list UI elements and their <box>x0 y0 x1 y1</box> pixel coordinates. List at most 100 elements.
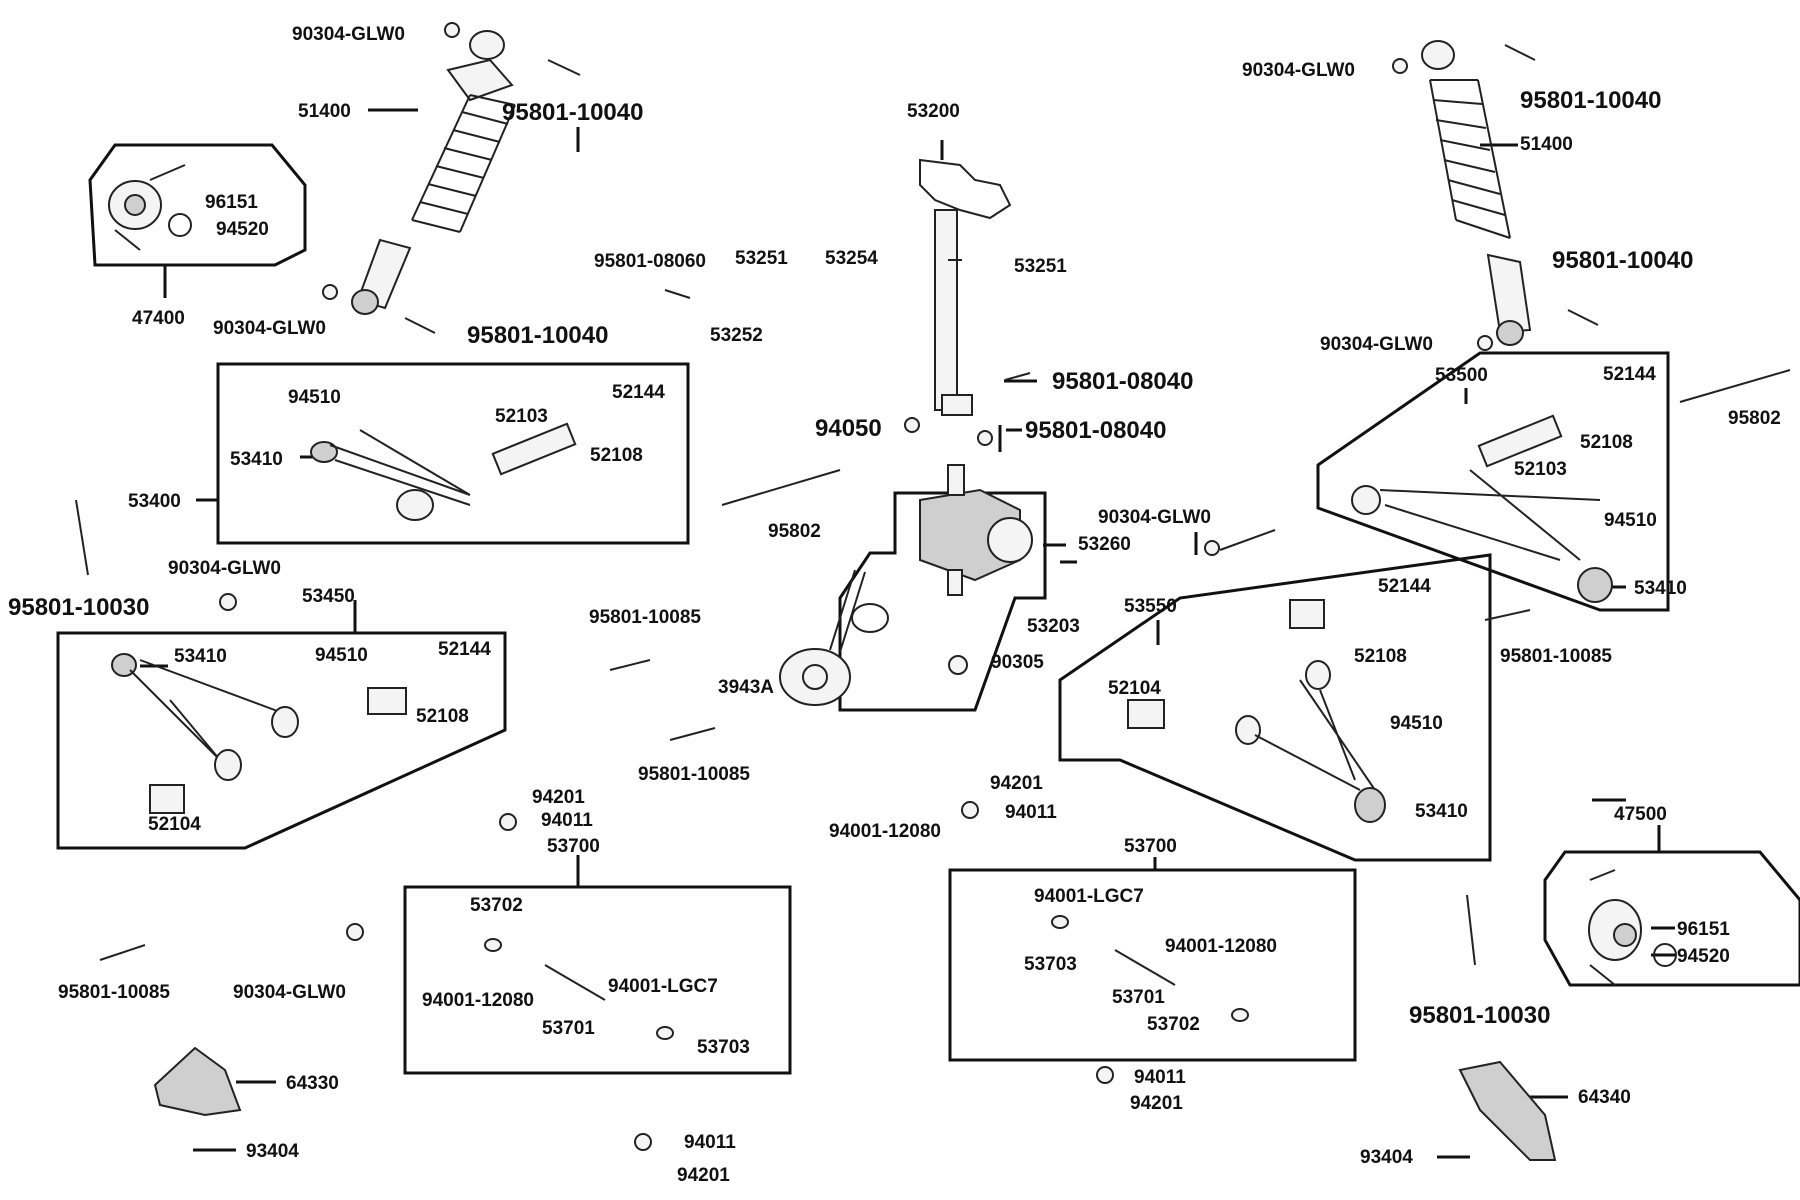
label-64330: 64330 <box>286 1073 339 1094</box>
label-94520-right: 94520 <box>1677 946 1730 967</box>
knuckle-right <box>1588 869 1642 986</box>
nuts-and-washers <box>168 22 1677 1151</box>
label-94201-bottom-center: 94201 <box>677 1165 730 1186</box>
tie-rod-left-box <box>403 885 792 1075</box>
label-3943a: 3943A <box>718 677 774 698</box>
label-53203: 53203 <box>1027 616 1080 637</box>
label-53200: 53200 <box>907 101 960 122</box>
label-90304-glw0-center-right: 90304-GLW0 <box>1098 507 1211 528</box>
label-52108-left-lower: 52108 <box>416 706 469 727</box>
label-52103-right: 52103 <box>1514 459 1567 480</box>
label-95801-08040-bottom: 95801-08040 <box>1025 417 1166 444</box>
label-90304-glw0-left-lower: 90304-GLW0 <box>168 558 281 579</box>
label-51400-left: 51400 <box>298 101 351 122</box>
label-94001-lgc7-right: 94001-LGC7 <box>1034 886 1144 907</box>
label-47400: 47400 <box>132 308 185 329</box>
lower-arm-left-box <box>56 631 507 850</box>
label-52103-left: 52103 <box>495 406 548 427</box>
upper-arm-left-box <box>216 362 690 545</box>
label-53702-right: 53702 <box>1147 1014 1200 1035</box>
tie-rod-right-box <box>948 868 1357 1062</box>
label-52144-right-lower: 52144 <box>1378 576 1431 597</box>
label-53410-left-lower: 53410 <box>174 646 227 667</box>
upper-arm-left <box>310 422 577 521</box>
label-90304-glw0-bottom-left: 90304-GLW0 <box>233 982 346 1003</box>
label-52104-right: 52104 <box>1108 678 1161 699</box>
knuckle-right-box <box>1543 850 1800 987</box>
label-96151-left: 96151 <box>205 192 258 213</box>
steering-column <box>919 158 1012 416</box>
tie-rod-right <box>1051 915 1249 1022</box>
label-95801-10040-mid-left: 95801-10040 <box>467 322 608 349</box>
tie-rod-left <box>484 938 674 1040</box>
knuckle-left <box>108 164 186 251</box>
label-95801-10030-left: 95801-10030 <box>8 594 149 621</box>
label-52144-left-lower: 52144 <box>438 639 491 660</box>
lower-arm-right-box <box>1058 553 1492 862</box>
label-94050: 94050 <box>815 415 882 442</box>
label-53703-right: 53703 <box>1024 954 1077 975</box>
label-53410-right-upper: 53410 <box>1634 578 1687 599</box>
guard-right <box>1458 1060 1557 1161</box>
label-53550: 53550 <box>1124 596 1177 617</box>
label-96151-right: 96151 <box>1677 919 1730 940</box>
label-95801-10040-top-right: 95801-10040 <box>1520 87 1661 114</box>
label-94011-bottom-center: 94011 <box>684 1132 736 1153</box>
lower-arm-right <box>1127 599 1386 823</box>
label-53254: 53254 <box>825 248 878 269</box>
label-94510-right-upper: 94510 <box>1604 510 1657 531</box>
label-94011-center: 94011 <box>1005 802 1057 823</box>
lower-arm-left <box>111 653 407 814</box>
label-95802-right: 95802 <box>1728 408 1781 429</box>
label-93404-left: 93404 <box>246 1141 299 1162</box>
label-94510-left-upper: 94510 <box>288 387 341 408</box>
label-94001-12080-left: 94001-12080 <box>422 990 534 1011</box>
steering-motor <box>779 569 866 706</box>
label-90304-glw0-mid-left: 90304-GLW0 <box>213 318 326 339</box>
label-53400: 53400 <box>128 491 181 512</box>
knuckle-left-box <box>88 143 307 267</box>
label-53701-left: 53701 <box>542 1018 595 1039</box>
upper-arm-right <box>1351 414 1613 603</box>
label-53251-left: 53251 <box>735 248 788 269</box>
label-95801-10085-bottom-left: 95801-10085 <box>58 982 170 1003</box>
label-95802-center: 95802 <box>768 521 821 542</box>
label-94201-center: 94201 <box>990 773 1043 794</box>
label-94001-lgc7-left: 94001-LGC7 <box>608 976 718 997</box>
label-90305: 90305 <box>991 652 1044 673</box>
short-bolts <box>75 44 1599 966</box>
guard-left <box>153 1046 242 1117</box>
label-94510-left-lower: 94510 <box>315 645 368 666</box>
label-94011-left: 94011 <box>541 810 593 831</box>
label-95801-10040-mid-right: 95801-10040 <box>1552 247 1693 274</box>
label-52108-right-upper: 52108 <box>1580 432 1633 453</box>
label-93404-right: 93404 <box>1360 1147 1413 1168</box>
shock-absorber-right <box>1421 40 1532 346</box>
upper-arm-right-box <box>1316 351 1670 612</box>
label-95801-10085-center-bottom: 95801-10085 <box>638 764 750 785</box>
label-94201-right-bottom: 94201 <box>1130 1093 1183 1114</box>
label-52108-right-lower: 52108 <box>1354 646 1407 667</box>
label-94011-right-bottom: 94011 <box>1134 1067 1186 1088</box>
label-95801-10085-right: 95801-10085 <box>1500 646 1612 667</box>
label-53701-right: 53701 <box>1112 987 1165 1008</box>
label-53410-left-upper: 53410 <box>230 449 283 470</box>
label-53700-left: 53700 <box>547 836 600 857</box>
label-94001-12080-center: 94001-12080 <box>829 821 941 842</box>
label-95801-10030-right: 95801-10030 <box>1409 1002 1550 1029</box>
label-53252: 53252 <box>710 325 763 346</box>
label-95801-08060: 95801-08060 <box>594 251 706 272</box>
label-53700-right: 53700 <box>1124 836 1177 857</box>
label-53500: 53500 <box>1435 365 1488 386</box>
label-52144-left-upper: 52144 <box>612 382 665 403</box>
label-52108-left-upper: 52108 <box>590 445 643 466</box>
label-95801-10085-center-top: 95801-10085 <box>589 607 701 628</box>
label-52144-right-upper: 52144 <box>1603 364 1656 385</box>
label-90304-glw0-mid-right: 90304-GLW0 <box>1320 334 1433 355</box>
label-95801-10040-top-left: 95801-10040 <box>502 99 643 126</box>
label-53260: 53260 <box>1078 534 1131 555</box>
long-bolts <box>721 369 1791 551</box>
label-53410-right-lower: 53410 <box>1415 801 1468 822</box>
label-53702-left: 53702 <box>470 895 523 916</box>
label-90304-glw0-top-left: 90304-GLW0 <box>292 24 405 45</box>
